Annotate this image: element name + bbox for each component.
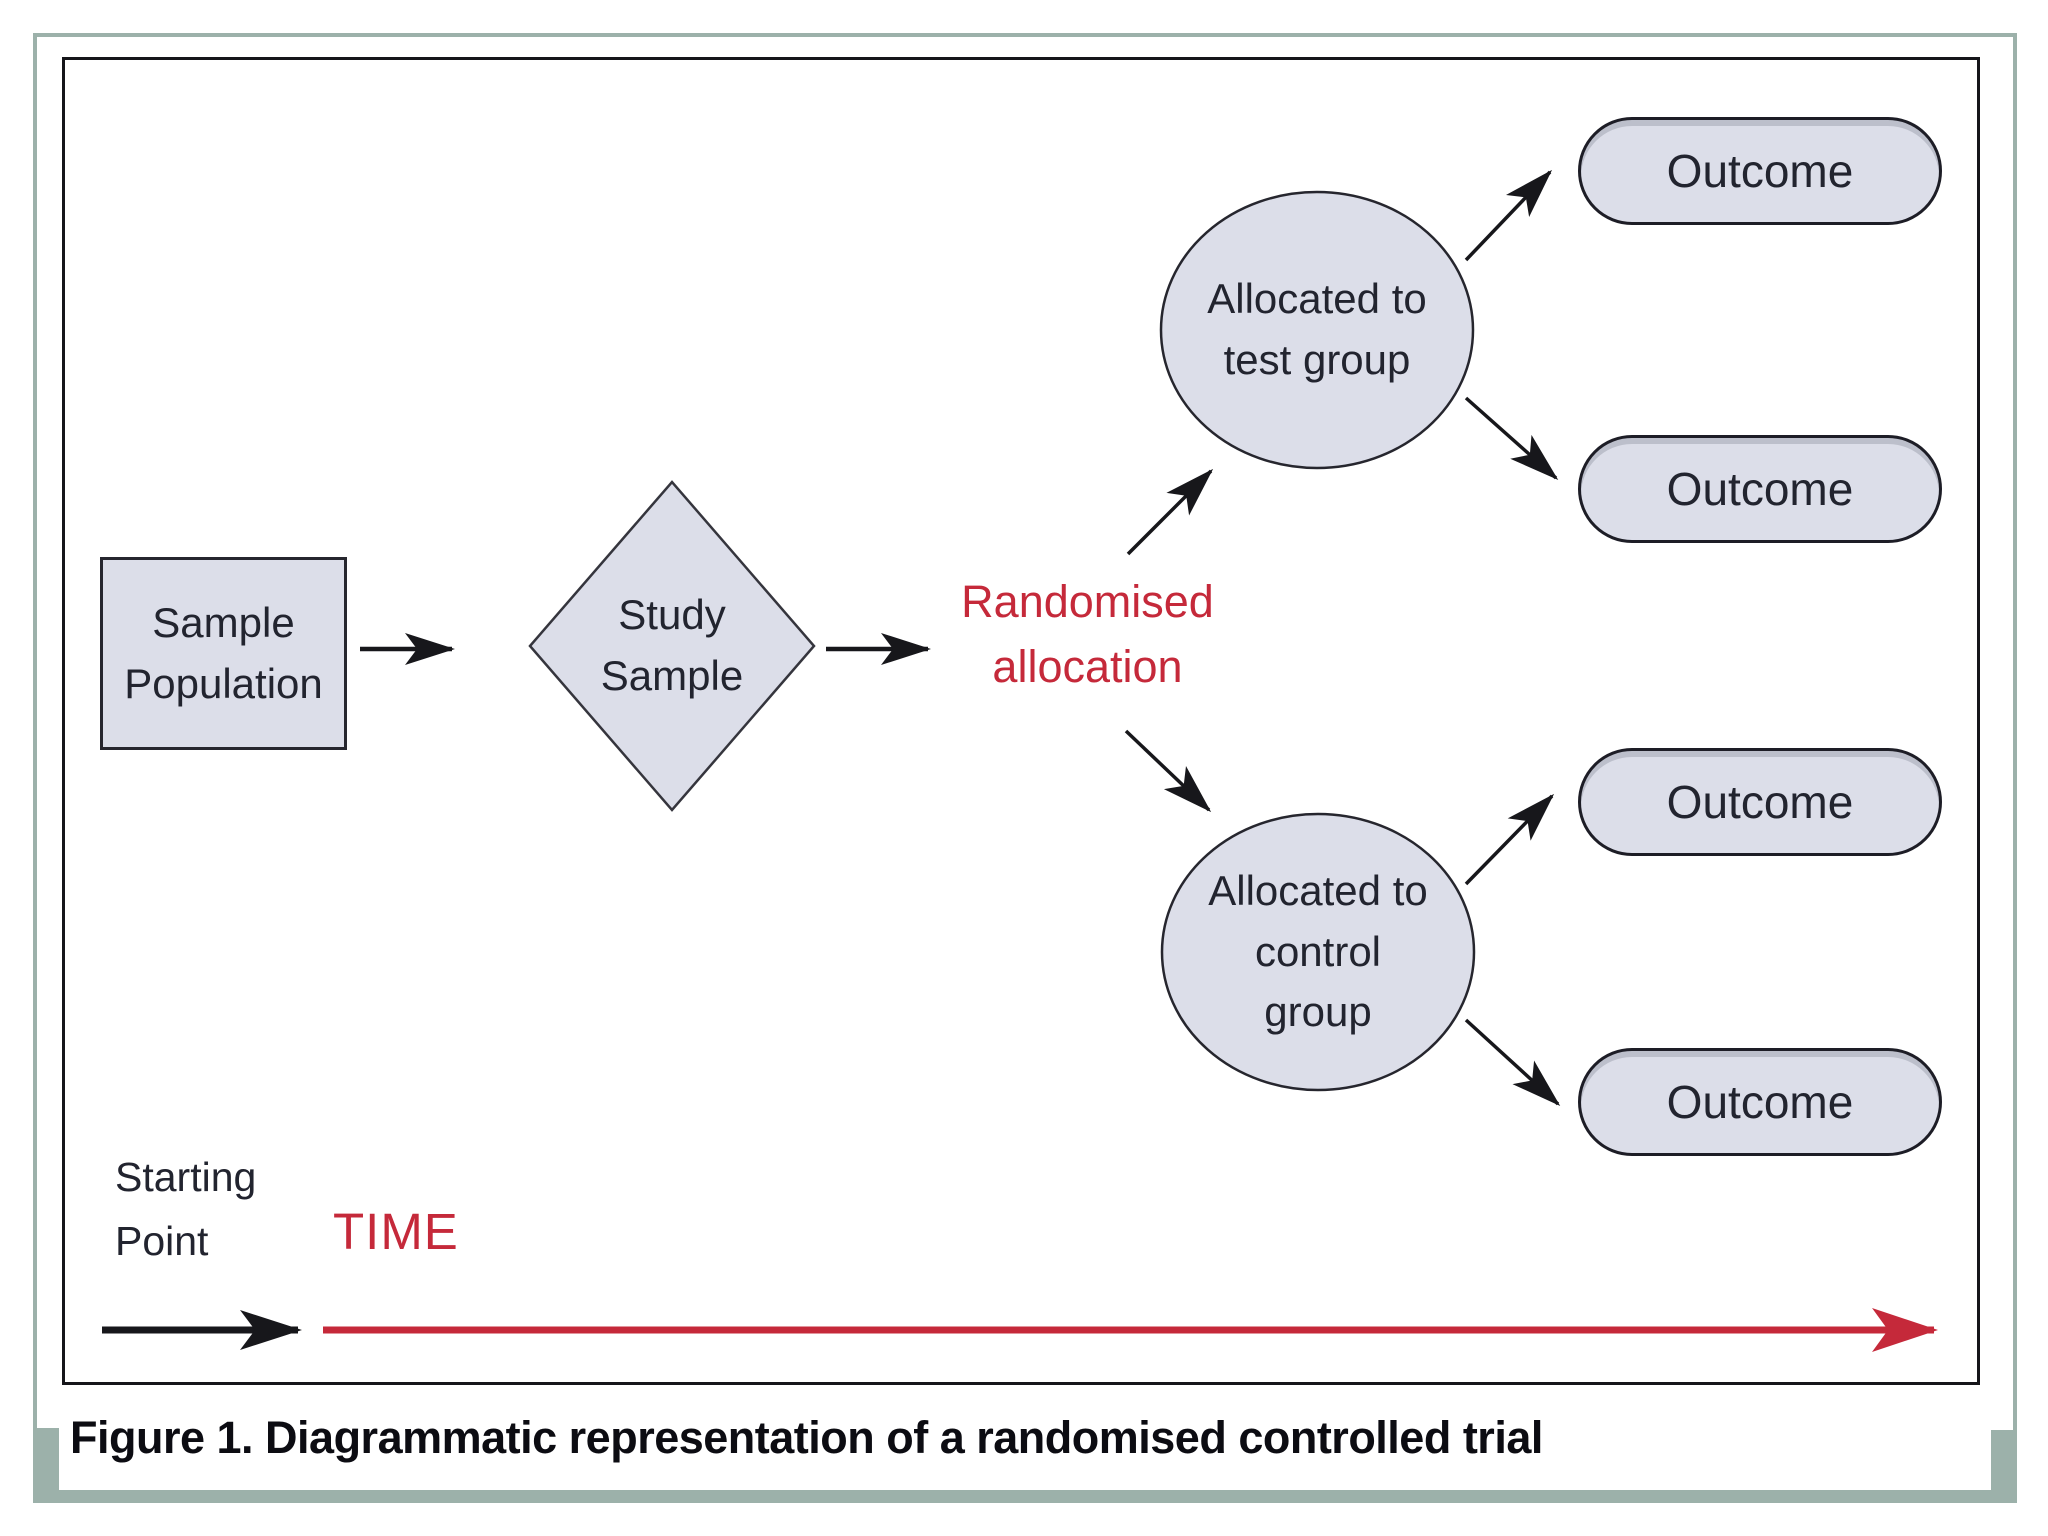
arrow-randomisation-to-test-group bbox=[1126, 468, 1214, 556]
study-sample-diamond bbox=[528, 480, 816, 812]
starting-point-label: Starting Point bbox=[115, 1154, 257, 1264]
figure-caption: Figure 1. Diagrammatic representation of… bbox=[70, 1412, 1543, 1463]
outcome-node-3: Outcome bbox=[1578, 748, 1942, 856]
arrow-test-to-outcome-2 bbox=[1464, 396, 1559, 480]
randomised-allocation-label: Randomised allocation bbox=[961, 576, 1214, 692]
study-sample-label: Study Sample bbox=[600, 591, 744, 699]
arrow-randomisation-to-control-group bbox=[1124, 729, 1212, 813]
outcome-node-1: Outcome bbox=[1578, 117, 1942, 225]
frame-accent-right bbox=[1991, 1430, 2017, 1503]
test-group-ellipse bbox=[1159, 190, 1475, 470]
control-group-label: Allocated to control group bbox=[1208, 866, 1428, 1036]
test-group-label: Allocated to test group bbox=[1207, 275, 1427, 383]
time-label: TIME bbox=[333, 1203, 459, 1260]
diagram-border-box bbox=[62, 57, 1980, 1385]
frame-accent-left bbox=[33, 1428, 59, 1503]
sample-population-node: Sample Population bbox=[100, 557, 347, 750]
arrow-control-to-outcome-3 bbox=[1464, 793, 1555, 886]
outcome-node-2: Outcome bbox=[1578, 435, 1942, 543]
arrow-test-to-outcome-1 bbox=[1464, 169, 1553, 262]
outcome-node-4: Outcome bbox=[1578, 1048, 1942, 1156]
figure-frame bbox=[33, 33, 2017, 1503]
arrow-control-to-outcome-4 bbox=[1464, 1018, 1561, 1107]
control-group-ellipse bbox=[1160, 812, 1476, 1092]
